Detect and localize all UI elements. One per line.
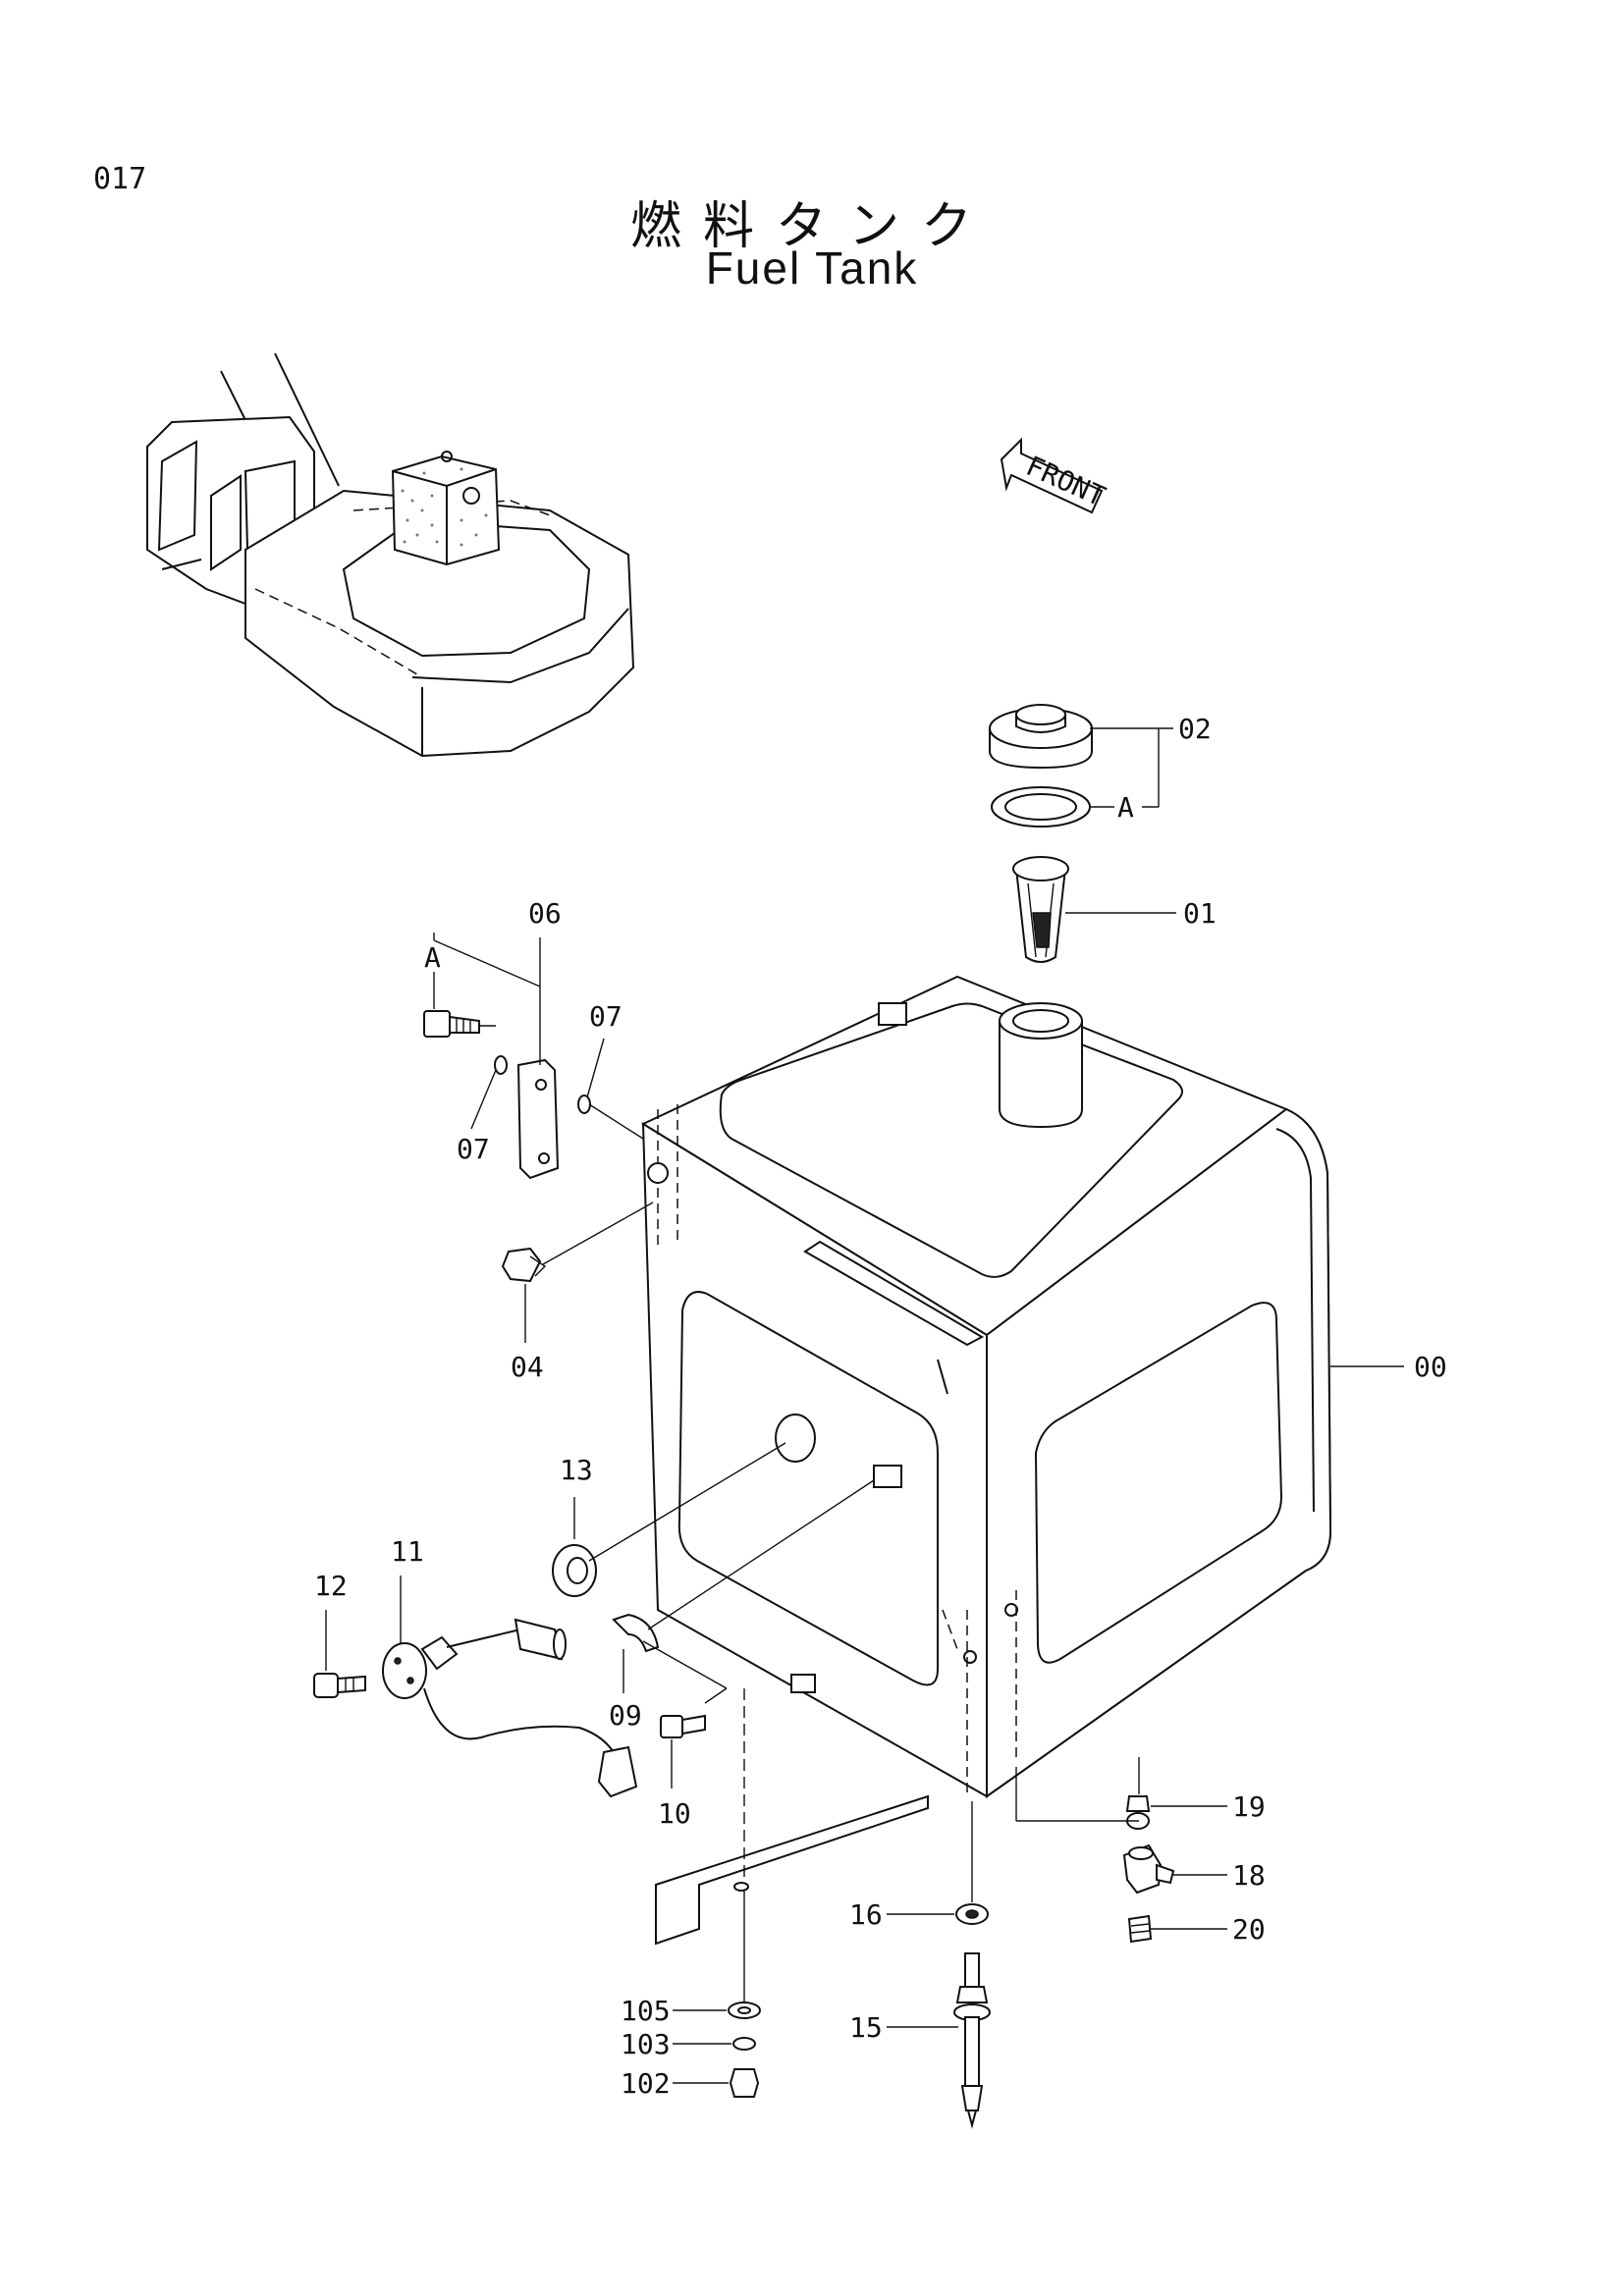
part-15-drain-valve <box>953 1952 991 2129</box>
callout-105: 105 <box>621 1995 671 2027</box>
part-11-fuel-sensor <box>382 1618 638 1798</box>
part-13-grommet <box>552 1414 816 1597</box>
part-02-seal-ring <box>991 786 1091 828</box>
title-japanese: 燃料タンク <box>629 197 994 256</box>
part-105-washer <box>728 2002 761 2019</box>
callout-12: 12 <box>314 1570 348 1602</box>
bottom-bracket <box>655 1794 929 1946</box>
callout-02: 02 <box>1178 713 1212 745</box>
callout-a-bolt: A <box>424 941 441 974</box>
callout-a-seal: A <box>1117 791 1134 824</box>
callout-10: 10 <box>658 1797 691 1830</box>
callout-16: 16 <box>849 1898 883 1931</box>
part-10-bolt <box>660 1714 706 1738</box>
callout-labels: 00 01 02 A A 06 07 07 04 13 11 12 09 10 … <box>314 713 1447 2100</box>
callout-00: 00 <box>1414 1351 1447 1383</box>
callout-09: 09 <box>609 1699 642 1732</box>
part-18-clamp <box>1122 1843 1175 1895</box>
part-04-plug <box>501 1247 547 1283</box>
part-103-lock-washer <box>732 2037 756 2051</box>
callout-103: 103 <box>621 2028 671 2060</box>
part-09-clip <box>612 1613 660 1653</box>
callout-13: 13 <box>560 1454 593 1486</box>
part-a-bolt <box>423 1010 480 1038</box>
fuel-tank-body <box>640 975 1332 1798</box>
callout-11: 11 <box>391 1535 424 1568</box>
callout-07-lower: 07 <box>457 1133 490 1165</box>
callout-06: 06 <box>528 897 562 930</box>
part-16-washer <box>955 1903 989 1925</box>
callout-102: 102 <box>621 2067 671 2100</box>
leader-lines <box>325 727 1404 2084</box>
page-number: 017 <box>93 162 147 196</box>
part-19-fitting <box>1125 1795 1151 1830</box>
callout-19: 19 <box>1232 1790 1266 1823</box>
part-12-bolt <box>313 1673 366 1698</box>
callout-20: 20 <box>1232 1913 1266 1946</box>
part-06-bracket <box>516 1058 560 1180</box>
callout-01: 01 <box>1183 897 1217 930</box>
excavator-locator-illustration <box>146 352 635 758</box>
front-direction-arrow: FRONT <box>1000 437 1110 514</box>
front-label: FRONT <box>1021 450 1110 512</box>
part-02-filler-cap <box>989 704 1093 770</box>
title-english: Fuel Tank <box>705 242 919 294</box>
callout-18: 18 <box>1232 1859 1266 1892</box>
part-20-plug <box>1127 1914 1153 1944</box>
part-07-washers <box>494 1055 591 1114</box>
callout-15: 15 <box>849 2011 883 2044</box>
part-102-bolt <box>729 2068 760 2098</box>
callout-04: 04 <box>511 1351 544 1383</box>
callout-07-upper: 07 <box>589 1000 623 1033</box>
part-01-strainer <box>1012 856 1069 963</box>
